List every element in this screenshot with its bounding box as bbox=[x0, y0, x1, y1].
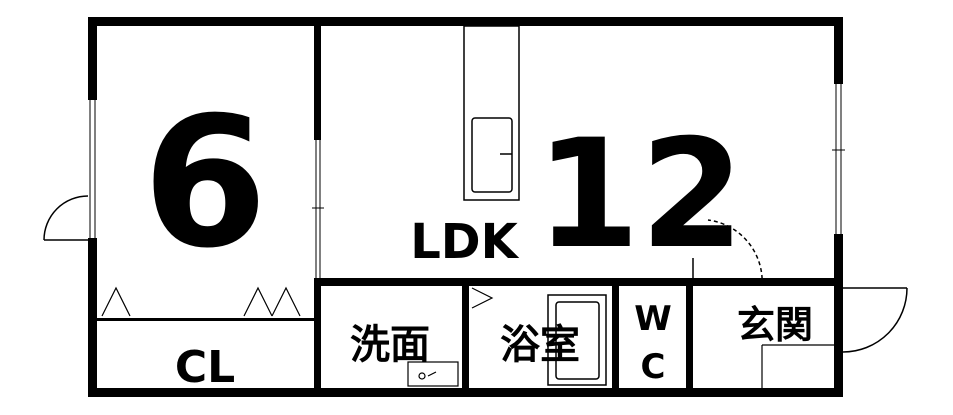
washroom-fixtures bbox=[407, 287, 494, 387]
ldk-label: LDK bbox=[410, 214, 519, 270]
ldk-size: 12 bbox=[536, 108, 745, 282]
western-room-size: 6 bbox=[142, 79, 267, 288]
washroom-label: 洗面 bbox=[350, 322, 430, 368]
bathtub bbox=[547, 294, 607, 386]
entrance-door bbox=[692, 219, 908, 353]
entrance-label: 玄関 bbox=[737, 303, 813, 347]
bathroom-label: 浴室 bbox=[500, 322, 580, 368]
windows bbox=[88, 84, 845, 278]
kitchen-counter bbox=[463, 25, 520, 201]
closet-label: CL bbox=[175, 342, 235, 393]
toilet-label-bottom: C bbox=[641, 347, 666, 387]
entrance-step bbox=[761, 344, 834, 388]
balcony-door bbox=[43, 195, 89, 241]
toilet-label-top: W bbox=[634, 299, 672, 339]
closet-hanger-marks bbox=[101, 286, 301, 317]
